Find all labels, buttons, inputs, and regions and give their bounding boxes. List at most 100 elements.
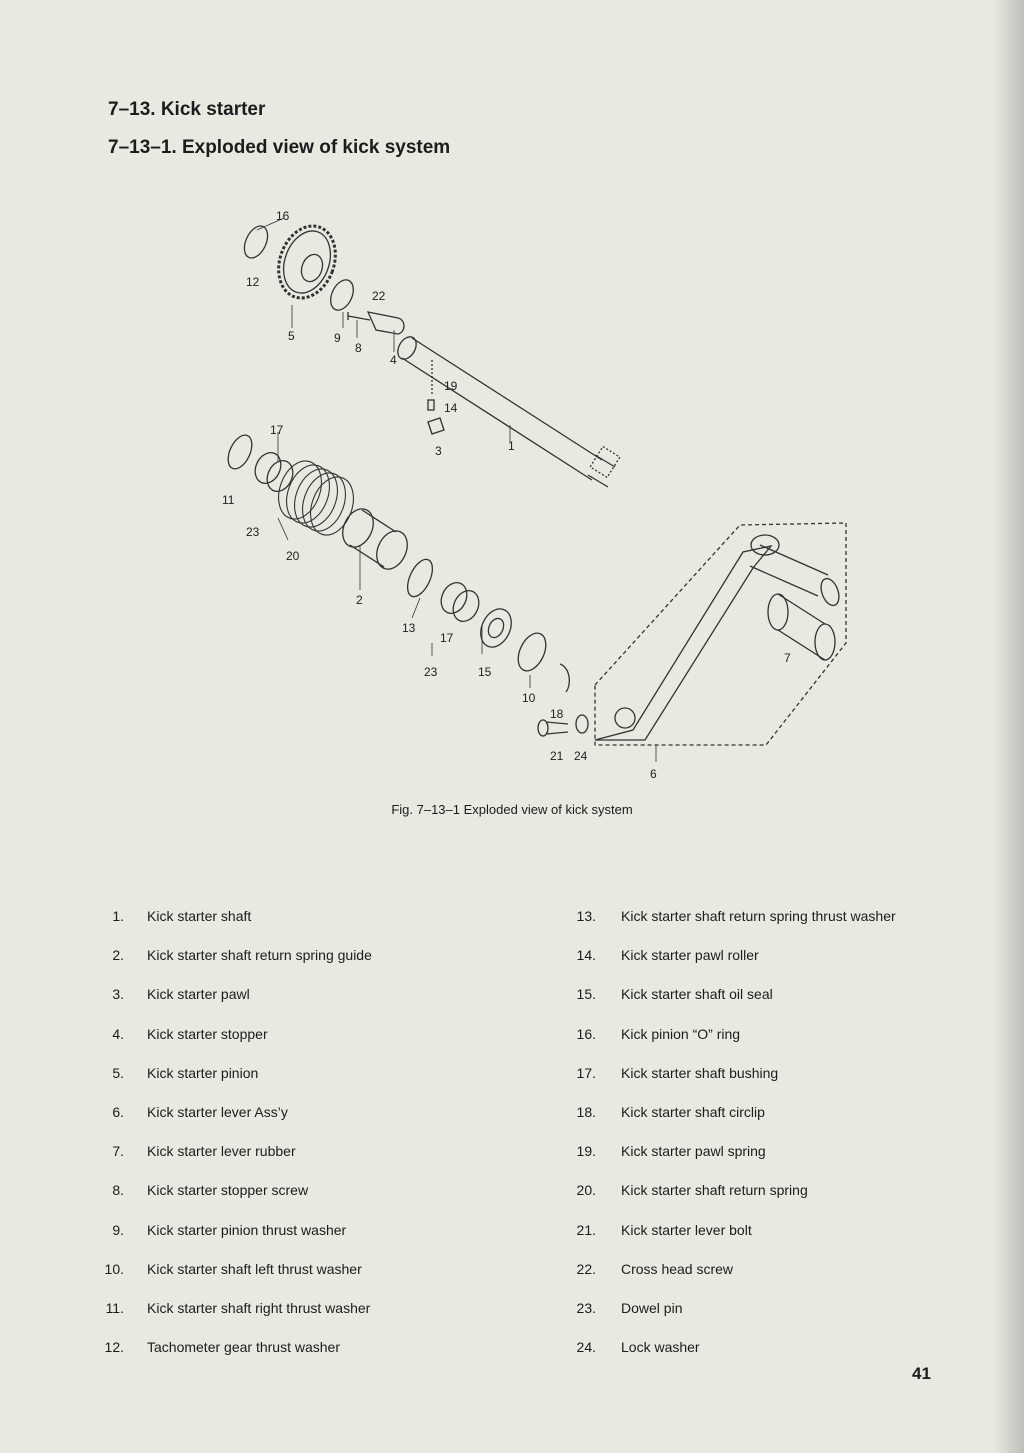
part-6-lever [594, 534, 840, 741]
part-3-pawl [427, 417, 445, 435]
callout-9: 9 [334, 331, 341, 345]
part-name: Lock washer [621, 1339, 700, 1356]
callout-17b: 17 [440, 631, 454, 645]
part-name: Kick starter pinion [147, 1064, 259, 1081]
part-8-screw [347, 312, 371, 321]
part-15-oil-seal [480, 608, 512, 648]
part-5-pinion [277, 224, 337, 300]
callout-4: 4 [390, 353, 397, 367]
part-callouts: 16 12 5 22 9 8 4 19 14 3 1 17 11 23 20 2… [222, 209, 791, 781]
part-11-washer [227, 434, 253, 470]
callout-22: 22 [372, 289, 386, 303]
part-24-lock-washer [575, 714, 589, 734]
part-17-bushing [254, 451, 294, 493]
callout-12: 12 [246, 275, 260, 289]
page-edge-shadow [994, 0, 1024, 1453]
part-number: 13. [576, 908, 596, 924]
part-name: Dowel pin [621, 1299, 683, 1316]
part-number: 4. [112, 1025, 124, 1042]
part-name: Kick starter shaft [147, 908, 252, 924]
lever-assembly-outline [594, 522, 847, 746]
part-name: Kick starter shaft right thrust washer [147, 1299, 371, 1316]
callout-5: 5 [288, 329, 295, 343]
callout-24: 24 [574, 749, 588, 763]
part-number: 9. [112, 1221, 124, 1238]
callout-15: 15 [478, 665, 492, 679]
part-18-circlip [559, 663, 571, 693]
part-name: Kick starter stopper [147, 1025, 268, 1042]
callout-7: 7 [784, 651, 791, 665]
exploded-view-diagram: 16 12 5 22 9 8 4 19 14 3 1 17 11 23 20 2… [222, 209, 847, 781]
part-name: Kick starter stopper screw [147, 1182, 309, 1199]
part-1-shaft [397, 336, 621, 488]
figure-caption: Fig. 7–13–1 Exploded view of kick system [391, 802, 633, 817]
callout-20: 20 [286, 549, 300, 563]
part-number: 15. [576, 986, 596, 1003]
part-number: 14. [576, 947, 596, 964]
part-name: Kick starter shaft circlip [621, 1103, 765, 1120]
part-name: Kick starter shaft bushing [621, 1064, 779, 1081]
part-name: Kick starter pawl [147, 986, 250, 1003]
part-21-bolt [537, 719, 569, 737]
part-7-lever-rubber [767, 593, 836, 661]
part-number: 1. [112, 908, 124, 924]
part-number: 10. [104, 1260, 124, 1277]
part-number: 12. [104, 1339, 124, 1356]
part-name: Kick starter pawl roller [621, 947, 759, 964]
callout-21: 21 [550, 749, 564, 763]
callout-10: 10 [522, 691, 536, 705]
part-13-washer [406, 558, 434, 598]
part-name: Kick starter shaft return spring [621, 1182, 808, 1199]
part-number: 21. [576, 1221, 596, 1238]
part-number: 20. [576, 1182, 596, 1199]
part-name: Kick starter shaft return spring thrust … [621, 908, 896, 924]
callout-19: 19 [444, 379, 458, 393]
part-number: 22. [576, 1260, 596, 1277]
callout-23b: 23 [424, 665, 438, 679]
part-number: 16. [576, 1025, 596, 1042]
part-name: Kick starter pawl spring [621, 1143, 766, 1160]
callout-6: 6 [650, 767, 657, 781]
callout-11: 11 [222, 493, 235, 507]
callout-18: 18 [550, 707, 564, 721]
subsection-heading: 7–13–1. Exploded view of kick system [108, 137, 451, 158]
page-number: 41 [912, 1364, 931, 1383]
part-name: Kick starter pinion thrust washer [147, 1221, 347, 1238]
part-name: Cross head screw [621, 1260, 734, 1277]
callout-3: 3 [435, 444, 442, 458]
part-name: Kick starter lever bolt [621, 1221, 752, 1238]
part-number: 3. [112, 986, 124, 1003]
part-10-washer [517, 632, 547, 672]
part-name: Tachometer gear thrust washer [147, 1339, 340, 1356]
part-number: 11. [105, 1299, 124, 1316]
part-20-return-spring [278, 460, 354, 536]
callout-1: 1 [508, 439, 515, 453]
part-14-roller [427, 399, 435, 411]
section-heading: 7–13. Kick starter [108, 99, 266, 120]
part-16-oring [243, 225, 269, 259]
callout-23: 23 [246, 525, 260, 539]
callout-13: 13 [402, 621, 416, 635]
part-number: 23. [576, 1299, 596, 1316]
part-4-stopper [366, 311, 405, 335]
part-name: Kick starter shaft oil seal [621, 986, 773, 1003]
part-number: 17. [576, 1064, 596, 1081]
part-number: 18. [576, 1103, 596, 1120]
part-name: Kick starter shaft return spring guide [147, 947, 372, 964]
callout-8: 8 [355, 341, 362, 355]
part-number: 6. [112, 1103, 124, 1120]
part-number: 19. [576, 1143, 596, 1160]
part-number: 24. [576, 1339, 596, 1356]
part-name: Kick starter lever Ass’y [147, 1103, 288, 1120]
part-number: 2. [112, 947, 124, 964]
part-number: 5. [112, 1064, 124, 1081]
callout-17: 17 [270, 423, 284, 437]
part-number: 7. [112, 1143, 124, 1160]
callout-16: 16 [276, 209, 290, 223]
part-2-spring-guide [342, 508, 408, 570]
callout-2: 2 [356, 593, 363, 607]
part-17b-bushing [440, 581, 480, 623]
part-number: 8. [112, 1182, 124, 1199]
callout-14: 14 [444, 401, 458, 415]
part-name: Kick starter lever rubber [147, 1143, 296, 1160]
